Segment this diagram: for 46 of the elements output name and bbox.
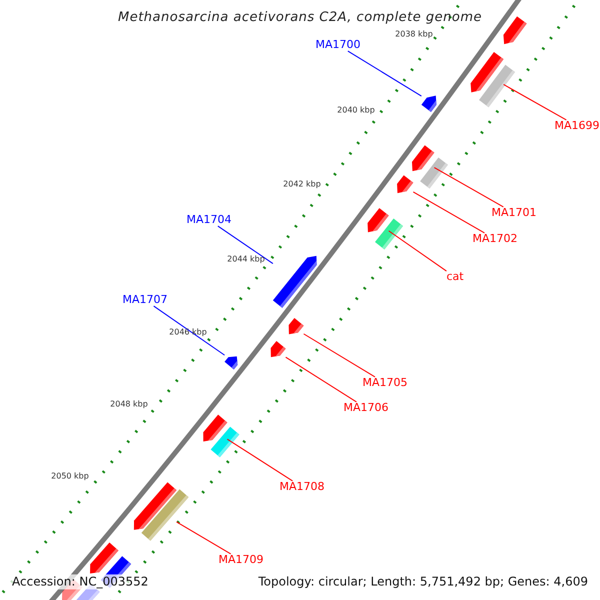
gene-feature <box>288 318 304 334</box>
genome-summary: Topology: circular; Length: 5,751,492 bp; Genes: 4,609 <box>256 574 590 590</box>
position-label: 2042 kbp <box>283 180 321 190</box>
gene-label: MA1705 <box>362 376 408 390</box>
gene-feature <box>412 145 434 172</box>
accession-label: Accession: NC_003552 <box>10 574 150 590</box>
gene-label: MA1708 <box>280 480 324 494</box>
leader-line <box>226 438 294 482</box>
position-label: 2048 kbp <box>110 400 148 410</box>
gene-label: MA1706 <box>344 402 388 414</box>
gene-label: MA1702 <box>472 232 518 246</box>
gene-bar <box>375 218 403 250</box>
gene-feature <box>397 175 414 194</box>
title: Methanosarcina acetivorans C2A, complete genome <box>118 10 482 26</box>
leader-line <box>303 333 376 378</box>
gene-label: MA1704 <box>186 214 232 226</box>
leader-line <box>217 226 274 264</box>
leader-line <box>285 356 357 402</box>
gene-label: MA1700 <box>316 38 360 52</box>
gene-label: MA1709 <box>218 554 264 566</box>
leader-line <box>347 50 422 97</box>
gene-feature <box>270 341 286 358</box>
leader-line <box>388 230 447 272</box>
gene-label: MA1699 <box>554 120 600 132</box>
gene-feature <box>272 256 317 308</box>
gene-feature <box>503 16 527 44</box>
position-label: 2038 kbp <box>395 30 433 40</box>
position-label: 2040 kbp <box>337 106 375 116</box>
gene-bar <box>210 426 240 458</box>
gene-label: MA1701 <box>492 206 536 220</box>
position-label: 2046 kbp <box>169 328 207 338</box>
gene-feature <box>224 356 238 370</box>
position-label: 2050 kbp <box>51 472 89 482</box>
leader-line <box>503 84 567 120</box>
gene-bar <box>420 157 448 189</box>
leader-line <box>434 167 504 208</box>
leader-line <box>176 521 232 554</box>
leader-line <box>412 191 485 234</box>
gene-label: cat <box>446 270 464 284</box>
position-label: 2044 kbp <box>227 256 265 264</box>
gene-label: MA1707 <box>122 294 168 306</box>
gene-bar <box>479 64 515 108</box>
gene-bar <box>141 489 189 541</box>
gene-feature <box>368 208 389 232</box>
leader-line <box>153 306 226 356</box>
gene-feature <box>421 96 436 112</box>
